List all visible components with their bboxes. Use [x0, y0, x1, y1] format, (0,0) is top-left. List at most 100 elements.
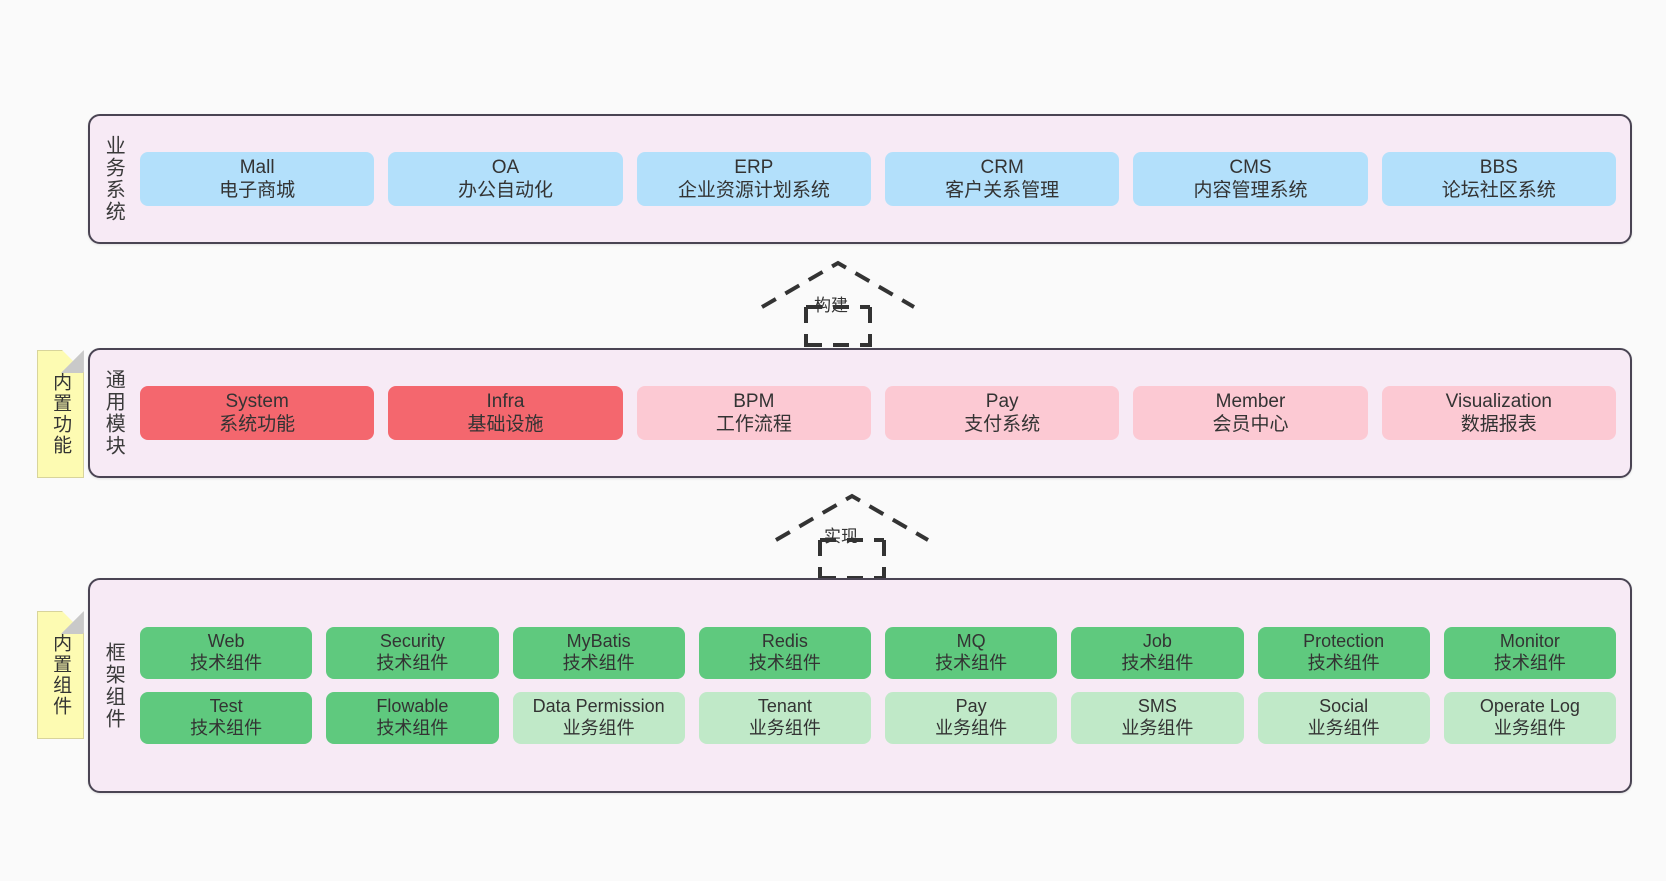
module-name: Operate Log [1479, 696, 1580, 716]
layer-body-business-system: Mall 电子商城 OA 办公自动化 ERP 企业资源计划系统 CRM 客户关系… [136, 116, 1630, 242]
module-card-oa[interactable]: OA 办公自动化 [388, 151, 623, 207]
sticky-note-label: 内置组件 [50, 633, 72, 717]
module-name: BBS [1479, 156, 1518, 178]
note-fold-mask-icon [62, 611, 84, 633]
module-card-visualization[interactable]: Visualization 数据报表 [1381, 385, 1616, 441]
module-desc: 业务组件 [1493, 717, 1566, 738]
module-card-bbs[interactable]: BBS 论坛社区系统 [1381, 151, 1616, 207]
module-desc: 企业资源计划系统 [677, 180, 830, 201]
module-desc: 技术组件 [1121, 653, 1194, 674]
module-card-flowable[interactable]: Flowable 技术组件 [326, 692, 499, 744]
module-desc: 业务组件 [1121, 717, 1194, 738]
module-desc: 业务组件 [748, 717, 821, 738]
module-name: CMS [1229, 156, 1272, 178]
module-desc: 系统功能 [219, 414, 296, 435]
module-name: System [225, 390, 289, 412]
layer-common-module: 通用模块 System 系统功能 Infra 基础设施 BPM 工作流程 Pay… [88, 348, 1632, 478]
layer-row: Web 技术组件 Security 技术组件 MyBatis 技术组件 Redi… [140, 627, 1616, 679]
module-name: CRM [980, 156, 1024, 178]
module-card-job[interactable]: Job 技术组件 [1071, 627, 1244, 679]
module-desc: 技术组件 [1493, 653, 1566, 674]
module-name: Pay [955, 696, 987, 716]
module-desc: 基础设施 [467, 414, 544, 435]
module-card-infra[interactable]: Infra 基础设施 [388, 385, 623, 441]
module-card-bpm[interactable]: BPM 工作流程 [636, 385, 871, 441]
layer-title-framework-component: 框架组件 [102, 641, 125, 730]
module-card-web[interactable]: Web 技术组件 [140, 627, 313, 679]
module-name: OA [491, 156, 520, 178]
module-name: SMS [1137, 696, 1177, 716]
module-card-mq[interactable]: MQ 技术组件 [885, 627, 1058, 679]
module-desc: 技术组件 [190, 717, 263, 738]
module-name: MyBatis [566, 631, 631, 652]
module-desc: 内容管理系统 [1193, 180, 1308, 201]
module-card-protection[interactable]: Protection 技术组件 [1257, 627, 1430, 679]
module-name: Flowable [376, 696, 449, 716]
module-name: Monitor [1499, 631, 1560, 652]
module-card-crm[interactable]: CRM 客户关系管理 [884, 151, 1120, 207]
module-name: Social [1319, 696, 1369, 716]
module-name: Infra [486, 390, 525, 412]
module-desc: 会员中心 [1212, 414, 1289, 435]
module-card-cms[interactable]: CMS 内容管理系统 [1133, 151, 1368, 207]
module-desc: 工作流程 [715, 414, 792, 435]
module-desc: 技术组件 [190, 653, 263, 674]
layer-framework-component: 框架组件 Web 技术组件 Security 技术组件 MyBatis 技术组件… [88, 578, 1632, 793]
module-name: Pay [985, 390, 1019, 412]
connector-label-build: 构建 [814, 296, 848, 315]
module-desc: 技术组件 [748, 653, 821, 674]
module-card-mybatis[interactable]: MyBatis 技术组件 [512, 627, 685, 679]
layer-row: System 系统功能 Infra 基础设施 BPM 工作流程 Pay 支付系统… [140, 385, 1616, 441]
module-name: Job [1142, 631, 1172, 652]
note-fold-corner-icon [62, 350, 84, 372]
module-desc: 论坛社区系统 [1441, 180, 1556, 201]
module-card-sms[interactable]: SMS 业务组件 [1071, 692, 1244, 744]
module-desc: 客户关系管理 [945, 180, 1060, 201]
connector-build: 构建 [748, 255, 928, 347]
module-card-tenant[interactable]: Tenant 业务组件 [698, 692, 871, 744]
module-card-security[interactable]: Security 技术组件 [326, 627, 499, 679]
layer-row: Test 技术组件 Flowable 技术组件 Data Permission … [140, 692, 1616, 744]
module-card-pay[interactable]: Pay 支付系统 [884, 385, 1120, 441]
module-card-data-permission[interactable]: Data Permission 业务组件 [512, 692, 685, 744]
module-card-operate-log[interactable]: Operate Log 业务组件 [1443, 692, 1616, 744]
note-fold-mask-icon [62, 350, 84, 372]
note-fold-corner-icon [62, 611, 84, 633]
module-card-monitor[interactable]: Monitor 技术组件 [1443, 627, 1616, 679]
sticky-note-builtin-component: 内置组件 [37, 611, 84, 739]
module-name: ERP [734, 156, 774, 178]
layer-body-framework-component: Web 技术组件 Security 技术组件 MyBatis 技术组件 Redi… [136, 580, 1630, 791]
module-desc: 业务组件 [935, 717, 1008, 738]
layer-title-business-system: 业务系统 [102, 135, 125, 223]
module-desc: 技术组件 [376, 653, 449, 674]
module-name: Security [379, 631, 445, 652]
module-card-member[interactable]: Member 会员中心 [1133, 385, 1368, 441]
module-name: Protection [1303, 631, 1385, 652]
module-card-pay-business[interactable]: Pay 业务组件 [885, 692, 1058, 744]
module-desc: 技术组件 [562, 653, 635, 674]
layer-title-common-module: 通用模块 [102, 369, 125, 457]
sticky-note-builtin-function: 内置功能 [37, 350, 84, 478]
module-card-redis[interactable]: Redis 技术组件 [698, 627, 871, 679]
module-desc: 技术组件 [376, 717, 449, 738]
layer-body-common-module: System 系统功能 Infra 基础设施 BPM 工作流程 Pay 支付系统… [136, 350, 1630, 476]
module-card-social[interactable]: Social 业务组件 [1257, 692, 1430, 744]
layer-business-system: 业务系统 Mall 电子商城 OA 办公自动化 ERP 企业资源计划系统 CRM… [88, 114, 1632, 244]
module-desc: 数据报表 [1460, 414, 1537, 435]
dashed-generalization-arrow-icon [760, 260, 916, 347]
connector-label-implement: 实现 [824, 527, 858, 546]
module-card-erp[interactable]: ERP 企业资源计划系统 [636, 151, 871, 207]
module-desc: 业务组件 [562, 717, 635, 738]
module-desc: 办公自动化 [457, 180, 553, 201]
module-desc: 业务组件 [1307, 717, 1380, 738]
module-card-system[interactable]: System 系统功能 [140, 385, 375, 441]
module-desc: 电子商城 [219, 180, 296, 201]
module-card-mall[interactable]: Mall 电子商城 [140, 151, 375, 207]
module-name: BPM [733, 390, 775, 412]
module-name: Mall [239, 156, 275, 178]
module-card-test[interactable]: Test 技术组件 [140, 692, 313, 744]
module-name: Test [209, 696, 243, 716]
module-desc: 支付系统 [964, 414, 1041, 435]
module-name: Member [1215, 390, 1286, 412]
